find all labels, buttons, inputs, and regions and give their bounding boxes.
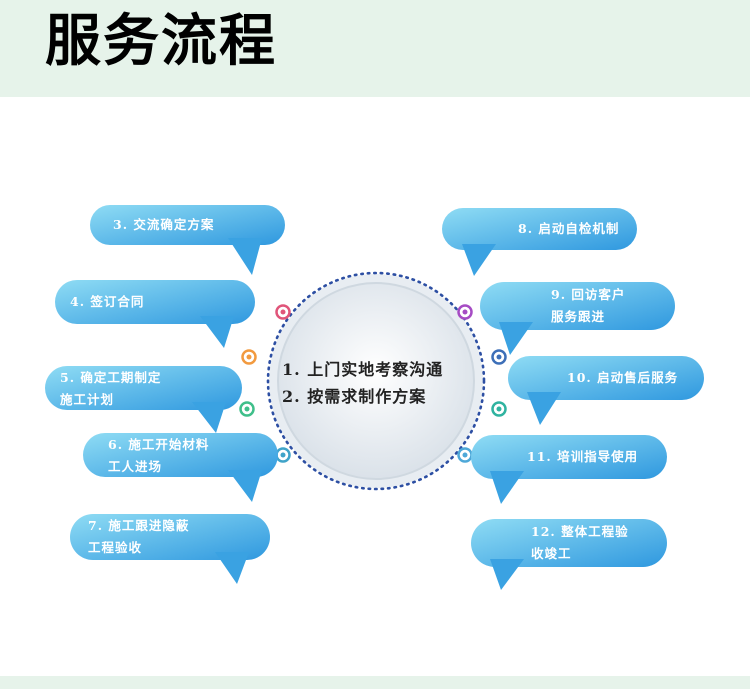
bubble-step-5 — [45, 366, 242, 433]
bubble-step-3 — [90, 205, 285, 275]
step-9-label: 9. 回访客户 服务跟进 — [551, 287, 626, 324]
step-5-label: 5. 确定工期制定 施工计划 — [60, 370, 162, 407]
step-3-label: 3. 交流确定方案 — [113, 217, 215, 232]
marker-dot — [275, 304, 291, 320]
bubble-step-11 — [471, 435, 667, 504]
bubble-step-7 — [70, 514, 270, 584]
header-band — [0, 0, 750, 97]
marker-dot — [491, 401, 507, 417]
bubble-step-8 — [442, 208, 637, 276]
step-6-label: 6. 施工开始材料 工人进场 — [108, 437, 210, 474]
marker-dot — [275, 447, 291, 463]
step-10-label: 10. 启动售后服务 — [567, 370, 679, 385]
bubble-step-4 — [55, 280, 255, 348]
dotted-ring — [266, 271, 486, 491]
step-11-label: 11. 培训指导使用 — [527, 449, 639, 464]
marker-dot — [491, 349, 507, 365]
bubble-step-9 — [480, 282, 675, 355]
page-title: 服务流程 — [45, 9, 277, 74]
step-12-label: 12. 整体工程验 收竣工 — [531, 524, 629, 561]
center-text: 1. 上门实地考察沟通 2. 按需求制作方案 — [282, 360, 444, 406]
footer-band — [0, 676, 750, 689]
step-7-label: 7. 施工跟进隐蔽 工程验收 — [88, 518, 190, 555]
marker-dot — [241, 349, 257, 365]
step-8-label: 8. 启动自检机制 — [518, 221, 620, 236]
bubble-step-10 — [508, 356, 704, 425]
marker-dot — [239, 401, 255, 417]
bubble-step-12 — [471, 519, 667, 590]
marker-dot — [457, 447, 473, 463]
bubble-step-6 — [83, 433, 278, 502]
center-circle — [277, 282, 475, 480]
step-4-label: 4. 签订合同 — [70, 294, 145, 309]
marker-dot — [457, 304, 473, 320]
